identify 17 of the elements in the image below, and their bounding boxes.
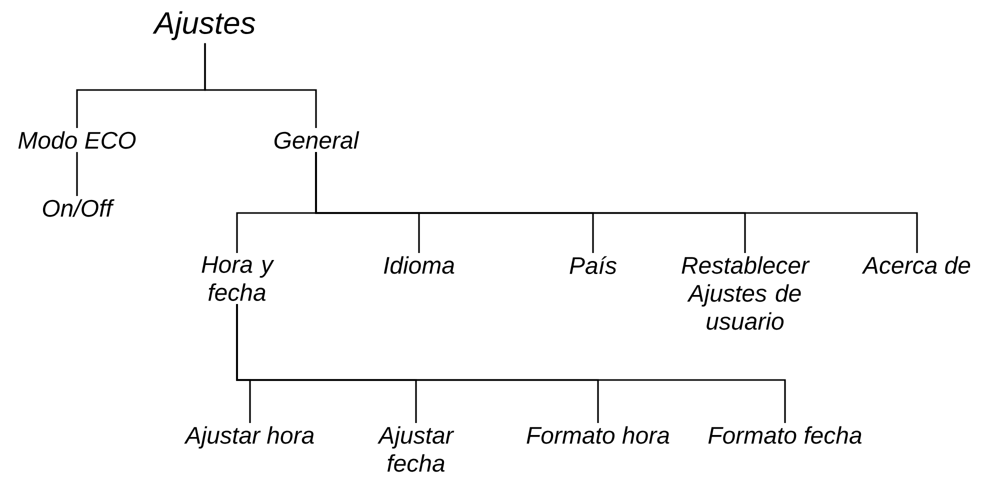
tree-label: Hora y fecha xyxy=(202,256,274,301)
tree-label: Ajustes xyxy=(152,11,256,40)
tree-label: Formato hora xyxy=(526,426,670,444)
connector-line xyxy=(204,43,317,128)
connector-line xyxy=(236,304,786,423)
tree-label: Ajustar hora xyxy=(184,426,314,449)
tree-label: Idioma xyxy=(384,256,454,274)
tree-label: Ajustar fecha xyxy=(377,426,454,472)
connector-line xyxy=(76,152,78,196)
tree-label: Restablecer Ajustes de usuario xyxy=(682,256,810,330)
connector-line xyxy=(315,152,918,253)
tree-label: On/Off xyxy=(42,199,114,217)
tree-label: Modo ECO xyxy=(18,131,136,149)
tree-label: General xyxy=(274,131,360,149)
tree-label: País xyxy=(570,256,617,274)
tree-label: Acerca de xyxy=(862,256,970,274)
tree-label: Formato fecha xyxy=(708,426,862,444)
